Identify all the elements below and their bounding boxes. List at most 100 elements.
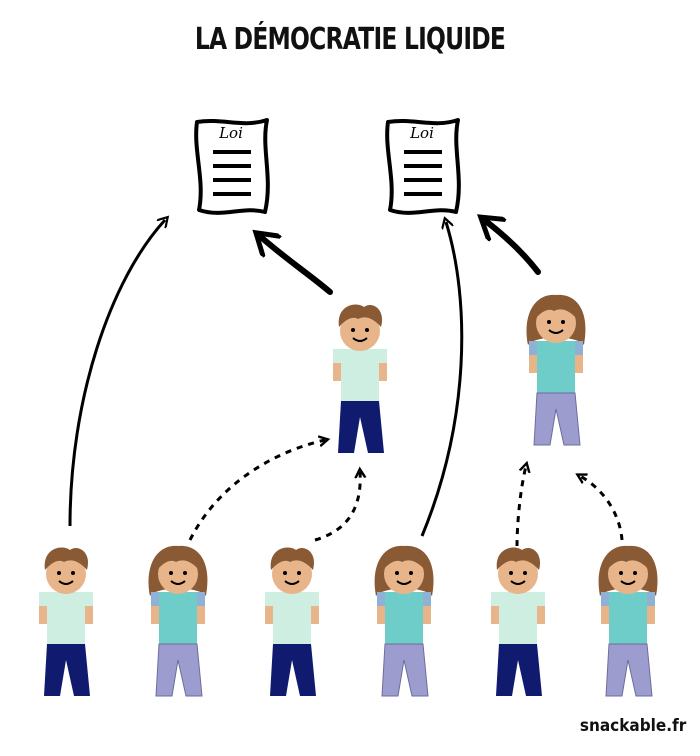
law-label: Loi: [218, 124, 243, 142]
left-arm: [529, 345, 537, 373]
left-arm: [333, 353, 341, 381]
left-sleeve: [377, 592, 385, 606]
head: [46, 554, 86, 594]
hair: [338, 304, 383, 327]
right-sleeve: [647, 592, 655, 606]
eye: [297, 571, 301, 575]
left-sleeve: [39, 592, 47, 606]
left-arm: [491, 596, 499, 624]
shirt: [273, 592, 311, 644]
voter-5-male: [491, 547, 545, 696]
eye: [619, 571, 623, 575]
left-sleeve: [529, 341, 537, 355]
shirt: [159, 592, 197, 644]
right-sleeve: [379, 349, 387, 363]
hair: [606, 547, 651, 570]
page-title: LA DÉMOCRATIE LIQUIDE: [194, 22, 506, 57]
law-label: Loi: [409, 124, 434, 142]
smile: [396, 580, 412, 585]
right-arm: [537, 596, 545, 624]
left-arm: [265, 596, 273, 624]
eye: [509, 571, 513, 575]
shirt: [499, 592, 537, 644]
smile: [620, 580, 636, 585]
eye: [183, 571, 187, 575]
shirt: [385, 592, 423, 644]
hair: [270, 547, 315, 570]
left-sleeve: [333, 349, 341, 363]
right-sleeve: [197, 592, 205, 606]
head: [272, 554, 312, 594]
credit-text: snackable.fr: [579, 716, 686, 736]
smile: [170, 580, 186, 585]
right-sleeve: [575, 341, 583, 355]
eye: [523, 571, 527, 575]
right-sleeve: [537, 592, 545, 606]
eye: [169, 571, 173, 575]
head: [340, 311, 380, 351]
smile: [510, 580, 526, 585]
smile: [352, 337, 368, 342]
left-sleeve: [601, 592, 609, 606]
eye: [633, 571, 637, 575]
right-arm: [647, 596, 655, 624]
head: [384, 554, 424, 594]
arrow-delegate-female-votes-law-right: [487, 222, 541, 275]
pants: [44, 644, 90, 696]
right-arm: [575, 345, 583, 373]
delegate-male: [333, 304, 387, 453]
arrow-voter6-delegates: [580, 476, 624, 541]
right-arm: [197, 596, 205, 624]
eye: [365, 328, 369, 332]
eye: [283, 571, 287, 575]
head: [608, 554, 648, 594]
hair: [156, 547, 201, 570]
left-sleeve: [151, 592, 159, 606]
shirt: [609, 592, 647, 644]
voter-1-male: [39, 547, 93, 696]
right-sleeve: [85, 592, 93, 606]
arrow-voter4-votes-law-right: [420, 222, 464, 537]
arrow-voter2-delegates: [188, 440, 325, 541]
right-arm: [311, 596, 319, 624]
delegate-female: [526, 294, 586, 446]
shirt: [341, 349, 379, 401]
pants: [338, 401, 384, 453]
eye: [395, 571, 399, 575]
pants: [533, 392, 581, 446]
head: [158, 554, 198, 594]
hair: [496, 547, 541, 570]
smile: [548, 329, 564, 334]
head: [498, 554, 538, 594]
law-document-left: Loi: [194, 118, 270, 215]
hair: [382, 547, 427, 570]
left-sleeve: [491, 592, 499, 606]
law-document-right: Loi: [385, 118, 461, 215]
left-arm: [39, 596, 47, 624]
pants: [270, 644, 316, 696]
eye: [561, 320, 565, 324]
pants: [605, 643, 653, 697]
shirt: [537, 341, 575, 393]
left-arm: [601, 596, 609, 624]
right-arm: [379, 353, 387, 381]
right-arm: [85, 596, 93, 624]
right-sleeve: [423, 592, 431, 606]
eye: [71, 571, 75, 575]
shirt: [47, 592, 85, 644]
right-sleeve: [311, 592, 319, 606]
pants: [496, 644, 542, 696]
left-sleeve: [265, 592, 273, 606]
eye: [57, 571, 61, 575]
eye: [547, 320, 551, 324]
head: [536, 303, 576, 343]
arrow-voter1-votes-law-left: [68, 220, 165, 527]
pants: [381, 643, 429, 697]
hair: [44, 547, 89, 570]
arrow-delegate-male-votes-law-left: [262, 238, 333, 295]
arrow-voter3-delegates: [314, 472, 360, 542]
left-arm: [377, 596, 385, 624]
right-arm: [423, 596, 431, 624]
voter-3-male: [265, 547, 319, 696]
